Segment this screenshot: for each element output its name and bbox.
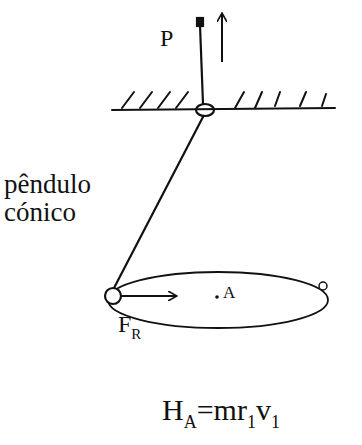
symbol: v — [256, 393, 271, 426]
circular-path — [108, 272, 328, 328]
ceiling — [112, 92, 335, 110]
subscript: 1 — [271, 412, 280, 432]
formula: FR — [118, 312, 141, 342]
subscript: A — [184, 412, 197, 432]
subscript: R — [131, 326, 141, 342]
label: P — [160, 26, 173, 51]
bob-position — [319, 282, 327, 290]
symbol: H — [162, 393, 184, 426]
symbol: F — [118, 311, 131, 337]
center-point — [215, 295, 219, 299]
symbol: =mr — [197, 393, 247, 426]
rod — [114, 18, 214, 288]
subscript: 1 — [247, 412, 256, 432]
formula: HA=mr1v1 — [162, 395, 280, 431]
label: A — [223, 284, 235, 302]
pull-arrow — [221, 14, 223, 62]
force-arrow — [122, 295, 176, 297]
bob — [105, 288, 121, 304]
label: pêndulo cónico — [4, 170, 116, 227]
